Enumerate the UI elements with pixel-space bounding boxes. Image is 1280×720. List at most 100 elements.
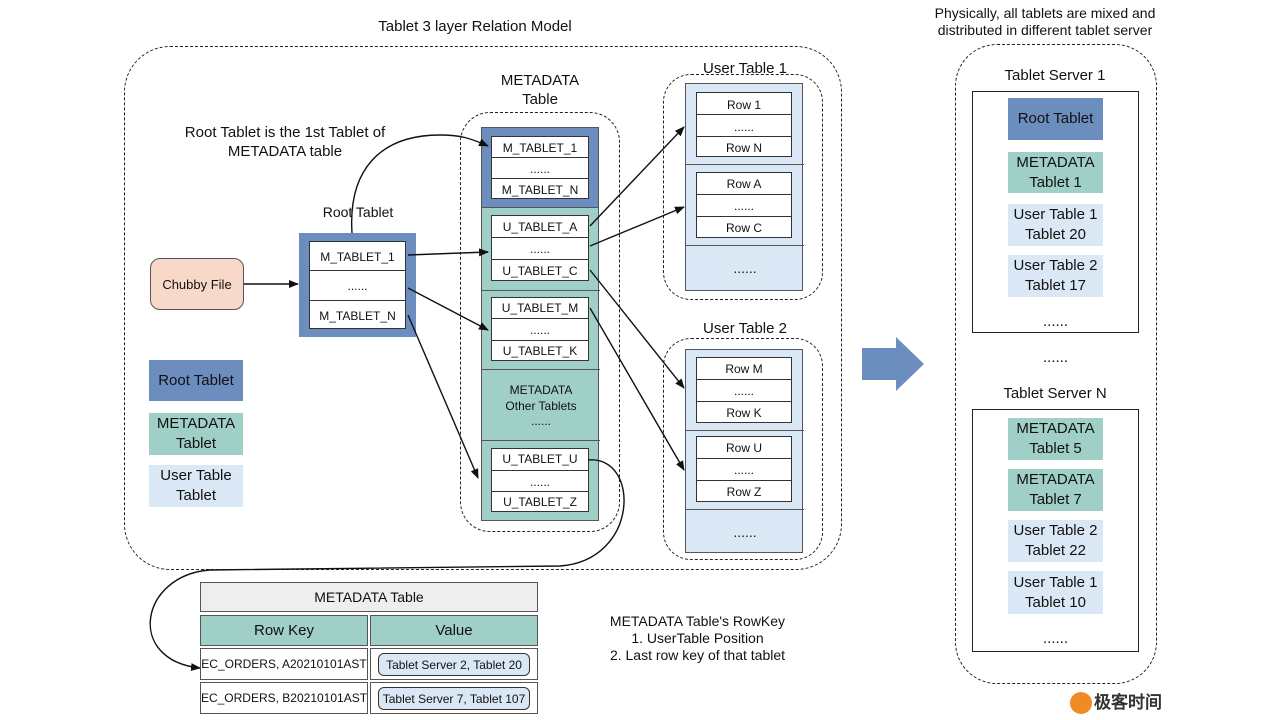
tablet-server-1 [972,91,1139,333]
legend-root-label: Root Tablet [158,371,234,389]
meta-table-col-value-text: Value [435,622,473,639]
root-note-line1: Root Tablet is the 1st Tablet of [184,124,386,141]
legend-metadata: METADATA Tablet [149,413,243,455]
serverN-user-tablet: User Table 2 Tablet 22 [1008,520,1103,562]
serverN-metadata-tablet: METADATA Tablet 5 [1008,418,1103,460]
servers-between: ...... [1042,349,1068,366]
meta-table-row-value-cell [370,682,538,714]
serverN-item-sublabel: Tablet 22 [1025,542,1086,559]
metadata-other-line2: Other Tablets [505,399,577,413]
user-row: Row Z [726,485,762,499]
serverN-user-tablet: User Table 1 Tablet 10 [1008,571,1103,614]
metadata-other-line3: ...... [530,414,551,428]
server1-user-tablet: User Table 2 Tablet 17 [1008,255,1103,297]
serverN-item-label: User Table 2 [1013,522,1098,539]
legend-metadata-line1: METADATA [156,415,236,432]
physical-note-line1: Physically, all tablets are mixed and [934,5,1156,21]
root-row-last: M_TABLET_N [319,309,396,323]
server1-item-label: METADATA [1016,153,1095,171]
user-row: Row 1 [726,98,761,112]
serverN-item-label: User Table 1 [1013,573,1098,591]
user-row: Row N [725,141,762,155]
metadata-row: ...... [529,323,550,337]
serverN-item-sublabel: Tablet 5 [1029,440,1082,457]
user-row: ...... [733,120,754,134]
metadata-row: U_TABLET_A [502,220,578,234]
metadata-row: M_TABLET_N [501,183,579,197]
meta-table-row-value: Tablet Server 7, Tablet 107 [378,687,530,710]
metadata-group-root: M_TABLET_1 ...... M_TABLET_N [481,127,599,208]
root-row-divider [309,270,406,271]
server1-item-label: User Table 2 [1013,257,1098,274]
meta-table-col-key-text: Row Key [253,622,315,639]
server1-item-sublabel: Tablet 1 [1029,173,1082,191]
meta-table-row-key: EC_ORDERS, A20210101AST [200,648,368,680]
user-table1-caption: User Table 1 [703,60,787,77]
user-table2-caption: User Table 2 [703,320,787,337]
meta-table-row-key-text: EC_ORDERS, B20210101AST [200,691,368,705]
user-row: Row C [725,221,762,235]
rowkey-note-line1: METADATA Table's RowKey [609,613,786,629]
serverN-item-sublabel: Tablet 7 [1029,491,1082,508]
server1-item-label: User Table 1 [1013,206,1098,223]
tablet-server-n [972,409,1139,652]
diagram-title: Tablet 3 layer Relation Model [378,18,572,35]
serverN-metadata-tablet: METADATA Tablet 7 [1008,469,1103,511]
serverN-item-label: METADATA [1016,471,1095,488]
meta-table-row-key-text: EC_ORDERS, A20210101AST [201,657,367,671]
user-table1: Row 1 ...... Row N Row A ...... Row C ..… [685,83,804,291]
metadata-row: M_TABLET_1 [502,141,578,155]
meta-table-row-key: EC_ORDERS, B20210101AST [200,682,368,714]
chubby-file-node: Chubby File [150,258,244,310]
legend-user: User Table Tablet [149,465,243,507]
user-row: ...... [733,463,754,477]
server1-more: ...... [1042,313,1068,330]
legend-user-line1: User Table [160,467,232,484]
metadata-caption-line2: Table [522,91,558,108]
user-row: Row A [726,177,762,191]
serverN-item-label: METADATA [1016,420,1095,437]
user-row: Row M [725,362,763,376]
user-table2-more: ...... [733,524,757,540]
metadata-row: ...... [529,242,550,256]
root-row-divider [309,300,406,301]
root-row-first: M_TABLET_1 [320,250,395,264]
user-table1-more: ...... [733,260,757,276]
meta-table-row-value-text: Tablet Server 2, Tablet 20 [386,657,522,672]
tablet-servers-container [955,44,1157,684]
metadata-row: ...... [529,162,550,176]
server1-item-sublabel: Tablet 17 [1025,277,1086,294]
meta-table-col-key: Row Key [200,615,368,646]
metadata-row: U_TABLET_Z [503,495,577,509]
serverN-item-sublabel: Tablet 10 [1025,593,1086,611]
metadata-other-line1: METADATA [509,383,573,397]
meta-table-col-value: Value [370,615,538,646]
metadata-row: U_TABLET_U [502,452,578,466]
meta-table-row-value-text: Tablet Server 7, Tablet 107 [382,691,526,706]
root-note-line2: METADATA table [227,143,343,160]
metadata-caption-line1: METADATA [500,72,580,89]
user-table2: Row M ...... Row K Row U ...... Row Z ..… [685,349,804,553]
serverN-caption: Tablet Server N [1003,385,1107,402]
metadata-user-tablets: U_TABLET_A ...... U_TABLET_C U_TABLET_M … [481,208,600,521]
root-tablet-rows [309,241,406,329]
server1-metadata-tablet: METADATA Tablet 1 [1008,152,1103,193]
physical-note-line2: distributed in different tablet server [937,22,1153,38]
metadata-row: U_TABLET_K [502,344,578,358]
user-row: ...... [733,199,754,213]
watermark: 极客时间 [1094,693,1162,712]
user-row: Row K [726,406,762,420]
rowkey-note-line3: 2. Last row key of that tablet [609,647,786,663]
metadata-row: U_TABLET_C [502,264,578,278]
legend-user-line2: Tablet [175,487,217,504]
server1-user-tablet: User Table 1 Tablet 20 [1008,204,1103,246]
root-row-ellipsis: ...... [347,279,368,293]
geektime-logo-icon [1070,692,1092,714]
legend-metadata-line2: Tablet [175,435,217,452]
user-row: Row U [725,441,762,455]
chubby-file-label: Chubby File [162,276,232,292]
meta-table-row-value: Tablet Server 2, Tablet 20 [378,653,530,676]
server1-caption: Tablet Server 1 [1004,67,1106,84]
root-tablet: M_TABLET_1 ...... M_TABLET_N [299,233,416,337]
big-right-arrow [862,337,924,391]
